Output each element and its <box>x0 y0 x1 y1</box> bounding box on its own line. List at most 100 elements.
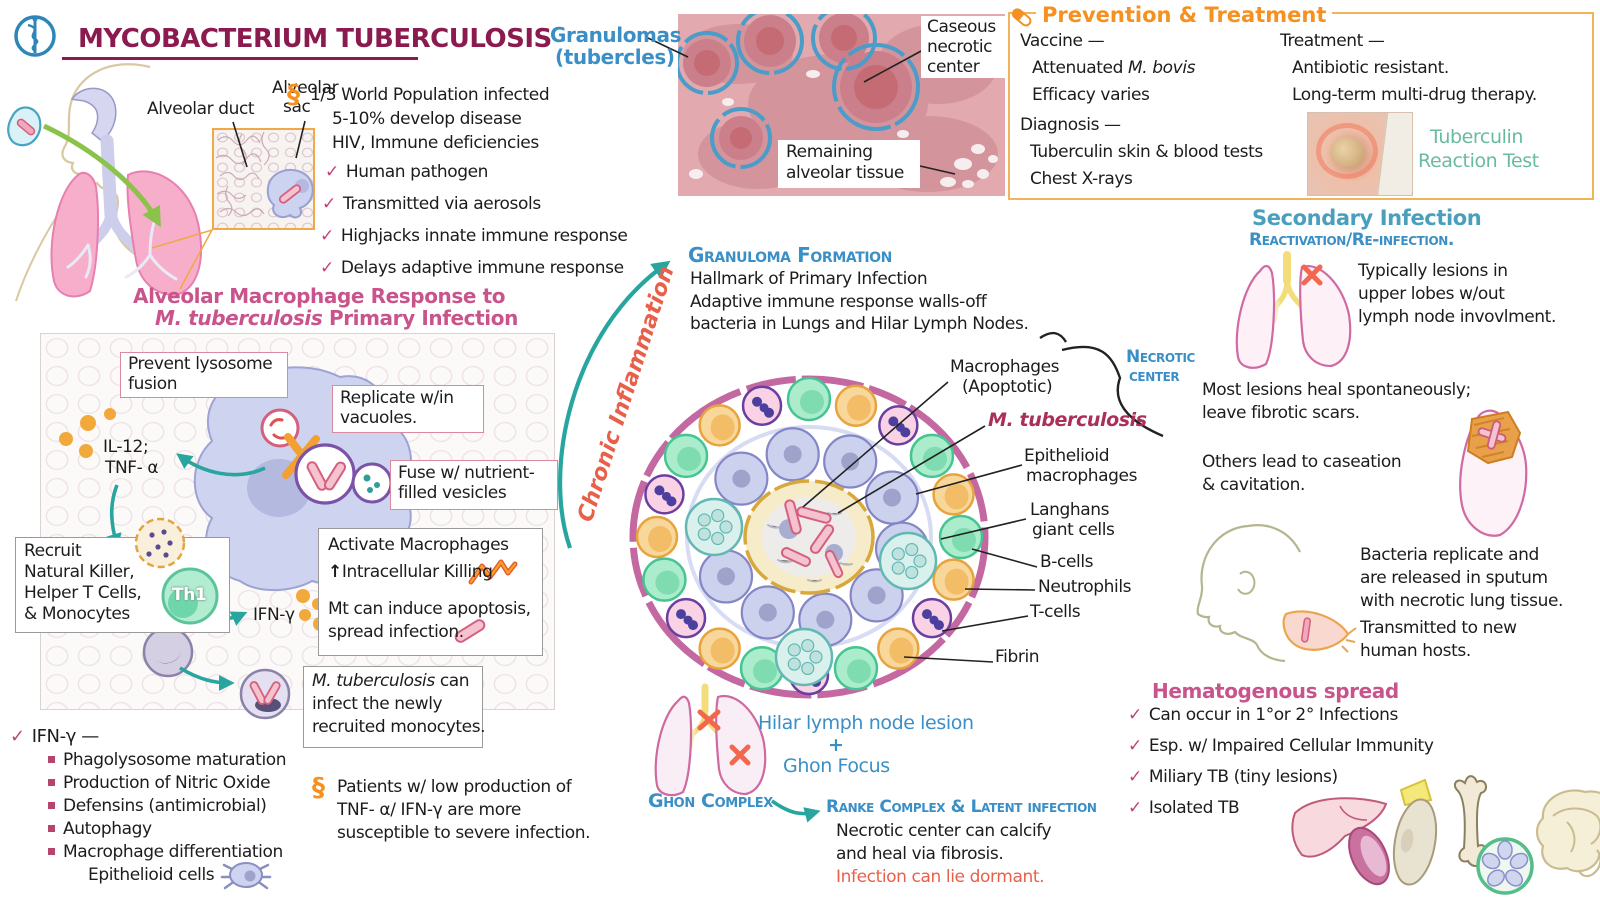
caseation-lobe <box>1459 409 1528 537</box>
plus-label: + <box>828 734 844 756</box>
activate-line: Activate Macrophages <box>328 535 509 555</box>
prevent-lysosome-box <box>120 352 288 398</box>
check-icon: ✓ <box>1128 736 1142 756</box>
chronic-inflammation-arrow <box>558 260 671 549</box>
ifn-item: Defensins (antimicrobial) <box>48 796 267 817</box>
ifn-sub: Epithelioid cells <box>88 865 215 885</box>
macro-header-2: M. tuberculosis Primary Infection <box>155 306 518 330</box>
macrophages-label: (Apoptotic) <box>962 377 1053 397</box>
infect-line: infect the newly <box>312 694 443 714</box>
pill-icon <box>1011 8 1032 27</box>
necrotic-brace <box>1061 345 1164 438</box>
ifn-item-label: Defensins (antimicrobial) <box>63 796 267 816</box>
bullet-icon <box>48 848 55 855</box>
langhans-label: Langhans <box>1030 500 1110 520</box>
dormant-note: Infection can lie dormant. <box>836 867 1045 887</box>
diagnosis-line: Tuberculin skin & blood tests <box>1030 142 1263 162</box>
patients-line: TNF- α/ IFN-γ are more <box>337 800 521 820</box>
macro-header-rest: Primary Infection <box>322 306 518 330</box>
macrophages-label: Macrophages <box>950 357 1060 377</box>
ghon-ranke-arrow <box>770 799 821 823</box>
necrotic-center-label: center <box>1129 366 1180 386</box>
title-underline <box>62 57 418 60</box>
ranke-label: Ranke Complex & Latent infection <box>826 797 1097 817</box>
fuse-box <box>390 460 558 510</box>
right-lobe <box>715 694 767 796</box>
replicate-line: Replicate w/in <box>340 388 454 408</box>
check-icon: ✓ <box>322 194 336 214</box>
ghon-focus-x <box>729 744 751 766</box>
nk-cell <box>134 517 186 569</box>
hemato-title: Hematogenous spread <box>1152 679 1399 703</box>
adrenal-icon <box>1399 778 1433 807</box>
tnfa-label: TNF- α <box>105 458 159 478</box>
left-lobe <box>654 695 693 797</box>
ifn-item: Autophagy <box>48 819 152 840</box>
alveolar-duct-label: Alveolar duct <box>147 99 255 119</box>
fact-line: HIV, Immune deficiencies <box>332 133 539 153</box>
caseous-label: necrotic <box>927 37 993 57</box>
fibrin-label: Fibrin <box>995 647 1040 667</box>
transmitted-line: Transmitted to new <box>1360 618 1517 638</box>
hemato-label: Can occur in 1°or 2° Infections <box>1148 705 1398 725</box>
check-line: ✓Delays adaptive immune response <box>320 258 624 279</box>
heal-line: Most lesions heal spontaneously; <box>1202 380 1471 400</box>
up-arrow-icon: ↑ <box>328 562 342 582</box>
prevent-line: fusion <box>128 374 178 394</box>
treatment-line: Long-term multi-drug therapy. <box>1292 85 1537 105</box>
bacteria-line: are released in sputum <box>1360 568 1548 588</box>
alveolar-sac-label-2: sac <box>283 97 311 117</box>
aerosol-arrow <box>42 123 161 228</box>
bacteria-line: Bacteria replicate and <box>1360 545 1539 565</box>
epithelioid-cell-icon <box>220 862 272 890</box>
infect-line: M. tuberculosis can <box>312 671 470 692</box>
tuberculin-label: Reaction Test <box>1418 150 1539 172</box>
check-icon: ✓ <box>320 258 334 278</box>
check-label: Human pathogen <box>345 162 489 182</box>
recruited-cells <box>134 517 219 625</box>
ifn-item-label: Autophagy <box>63 819 152 839</box>
replicate-box <box>332 385 484 433</box>
recruit-line: Recruit <box>24 541 82 561</box>
check-line: ✓Transmitted via aerosols <box>322 194 541 215</box>
vaccine-title: Vaccine — <box>1020 31 1105 51</box>
bacteria-line: with necrotic lung tissue. <box>1360 591 1564 611</box>
kidney-icon <box>1392 798 1438 886</box>
remaining-label: Remaining <box>786 142 873 162</box>
caseous-label: center <box>927 57 980 77</box>
secondary-infection-lungs <box>1235 251 1352 369</box>
tcells-label: T-cells <box>1030 602 1081 622</box>
check-icon: ✓ <box>320 226 334 246</box>
hemato-check: ✓Isolated TB <box>1128 798 1240 819</box>
upper-lobe-lesion-x <box>1301 264 1323 286</box>
patients-line: susceptible to severe infection. <box>337 823 591 843</box>
squiggle-icon: § <box>287 80 300 110</box>
coughing-head <box>1196 524 1357 663</box>
langhans-label: giant cells <box>1032 520 1115 540</box>
il12-tnf-dots <box>59 408 116 458</box>
diagnosis-line: Chest X-rays <box>1030 169 1133 189</box>
infect-rest: can <box>434 671 470 691</box>
vaccine-species: M. bovis <box>1128 58 1196 78</box>
remaining-label-box <box>778 140 920 188</box>
hilar-lesion-x <box>697 709 721 731</box>
granuloma-diagram <box>629 375 989 699</box>
treatment-title: Treatment — <box>1280 31 1385 51</box>
caseation-line: & cavitation. <box>1202 475 1306 495</box>
hemato-label: Miliary TB (tiny lesions) <box>1148 767 1338 787</box>
monocyte-arrow <box>179 666 235 691</box>
ifn-item: Macrophage differentiation <box>48 842 283 863</box>
epithelioid-label: macrophages <box>1026 466 1138 486</box>
neutrophils-label: Neutrophils <box>1038 577 1132 597</box>
recruit-line: Helper T Cells, <box>24 583 142 603</box>
transmitted-line: human hosts. <box>1360 641 1471 661</box>
cytokine-arrow <box>176 453 266 477</box>
caseous-label-box <box>921 16 1005 78</box>
activate-box <box>318 528 543 656</box>
squiggle-icon: § <box>312 773 325 803</box>
caseous-label: Caseous <box>927 17 996 37</box>
fact-line: 5-10% develop disease <box>332 109 522 129</box>
th1-label: Th1 <box>172 585 207 605</box>
ifn-item-label: Phagolysosome maturation <box>63 750 287 770</box>
